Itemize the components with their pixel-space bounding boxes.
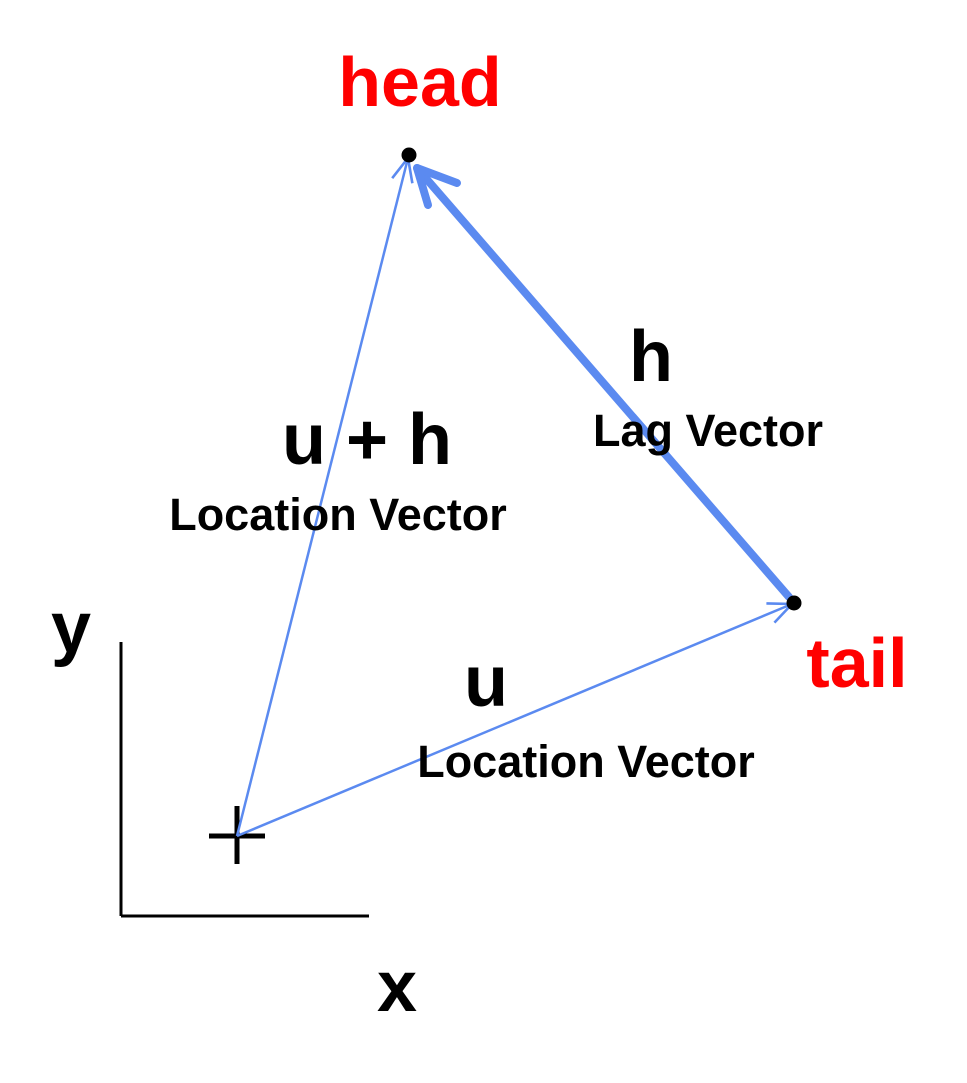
location-vector-caption: Location Vector — [417, 736, 755, 787]
head-dot-icon — [401, 147, 417, 163]
tail-label: tail — [806, 624, 907, 702]
head-label: head — [338, 43, 501, 121]
vector-h — [413, 164, 793, 601]
tail-dot-icon — [786, 595, 802, 611]
x-axis-label: x — [377, 947, 417, 1027]
sum-vector-caption: Location Vector — [169, 489, 507, 540]
vector-u — [236, 604, 792, 838]
y-axis-label: y — [51, 588, 91, 668]
sum-vector-symbol: u + h — [282, 400, 452, 480]
lag-vector-symbol: h — [629, 317, 673, 397]
vector-u-plus-h — [235, 158, 408, 837]
location-vector-symbol: u — [464, 642, 508, 722]
lag-vector-caption: Lag Vector — [593, 405, 823, 456]
